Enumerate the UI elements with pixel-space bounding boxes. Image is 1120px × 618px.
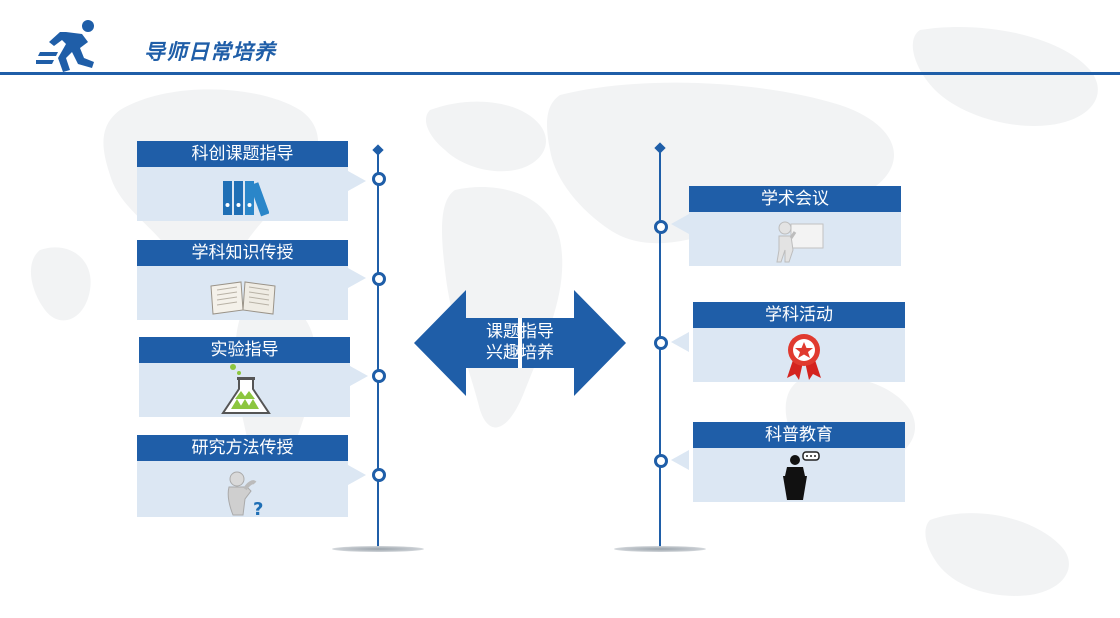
card-title: 科创课题指导 <box>137 141 348 167</box>
thinking-figure-icon: ? <box>227 471 263 519</box>
card-subject-knowledge: 学科知识传授 <box>137 240 366 320</box>
card-subject-activities: 学科活动 <box>671 302 905 382</box>
card-pointer <box>671 214 689 234</box>
card-title: 学科活动 <box>693 302 905 328</box>
card-research-methods: 研究方法传授 ? <box>137 435 366 519</box>
speaker-podium-icon <box>783 451 820 500</box>
right-timeline-node <box>654 454 668 468</box>
left-timeline-base <box>332 546 424 552</box>
card-research-topic-guidance: 科创课题指导 <box>137 141 366 221</box>
award-ribbon-icon <box>787 334 821 380</box>
flask-icon <box>221 364 271 414</box>
header-divider <box>0 72 1120 75</box>
card-title: 学科知识传授 <box>137 240 348 266</box>
card-pointer <box>348 171 366 191</box>
card-title: 科普教育 <box>693 422 905 448</box>
open-book-icon <box>210 281 276 315</box>
card-pointer <box>348 268 366 288</box>
left-timeline-node <box>372 468 386 482</box>
card-body <box>137 266 348 320</box>
page-title: 导师日常培养 <box>144 40 276 64</box>
center-line-1: 课题指导 <box>486 322 554 342</box>
left-timeline-node <box>372 272 386 286</box>
card-pointer <box>348 465 366 485</box>
center-line-2: 兴趣培养 <box>486 343 554 363</box>
right-timeline-node <box>654 336 668 350</box>
binders-icon <box>223 181 269 217</box>
running-man-icon <box>36 20 94 72</box>
presenter-board-icon <box>776 221 824 263</box>
card-science-popularization: 科普教育 <box>671 422 905 502</box>
card-pointer <box>671 332 689 352</box>
double-arrow-icon <box>414 290 626 396</box>
card-title: 研究方法传授 <box>137 435 348 461</box>
center-caption: 课题指导 兴趣培养 <box>468 322 572 364</box>
right-timeline-node <box>654 220 668 234</box>
left-timeline <box>377 150 379 548</box>
right-timeline-base <box>614 546 706 552</box>
svg-text:?: ? <box>253 499 263 519</box>
card-pointer <box>350 366 368 386</box>
left-timeline-node <box>372 172 386 186</box>
card-title: 学术会议 <box>689 186 901 212</box>
left-timeline-node <box>372 369 386 383</box>
card-academic-conference: 学术会议 <box>671 186 901 266</box>
card-title: 实验指导 <box>139 337 350 363</box>
card-experiment-guidance: 实验指导 <box>139 337 368 417</box>
card-pointer <box>671 450 689 470</box>
